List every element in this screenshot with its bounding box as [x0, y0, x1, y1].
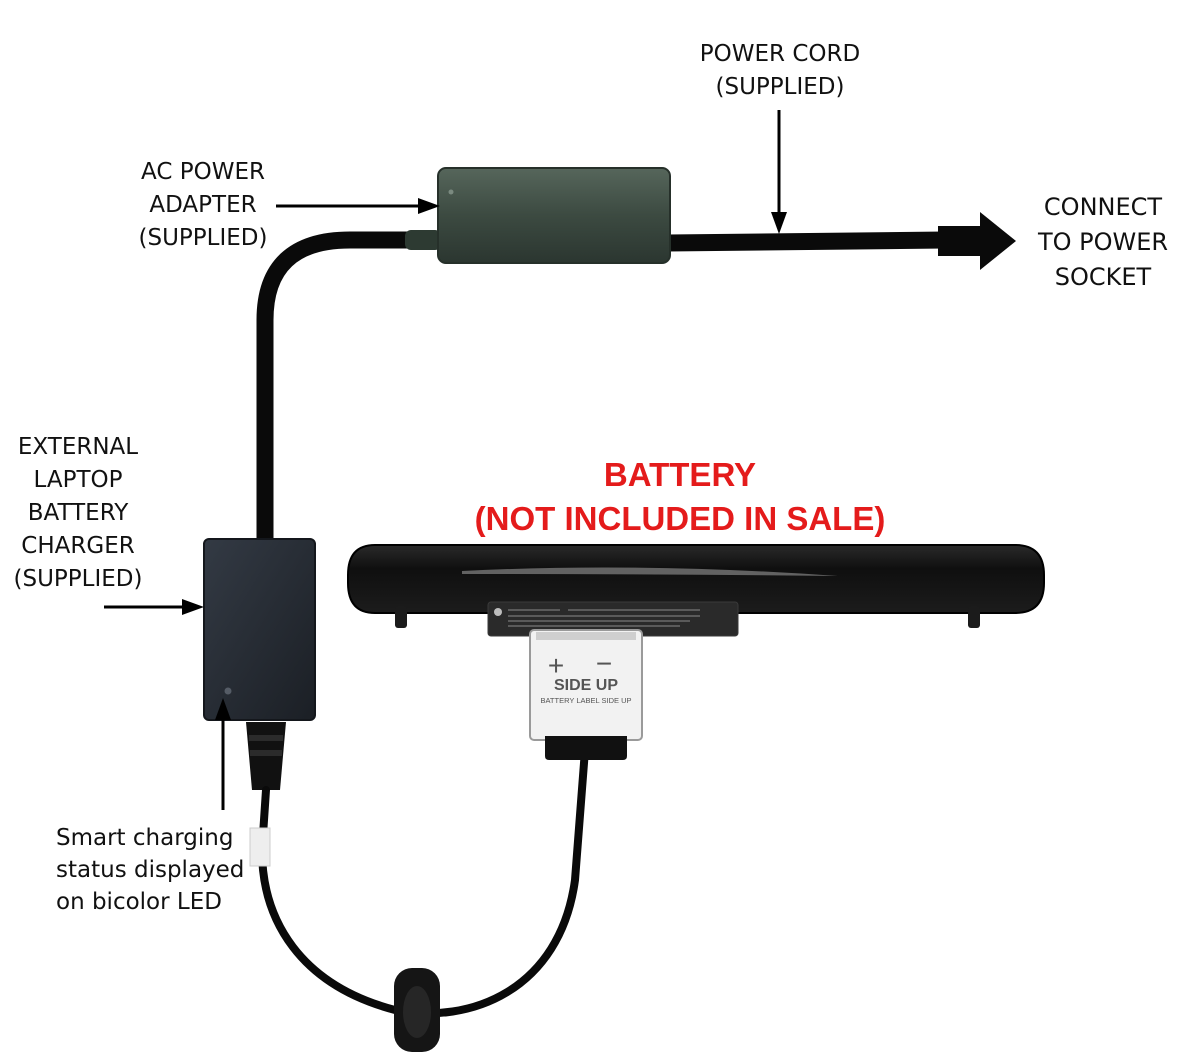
- connect-arrow: [938, 212, 1016, 270]
- external-charger: [203, 538, 316, 721]
- battery: [347, 544, 1045, 614]
- dc-cable: [256, 231, 447, 549]
- arrow-power-cord: [771, 110, 787, 234]
- label-connect: CONNECT TO POWER SOCKET: [1037, 193, 1169, 291]
- adapter-strain-relief: [405, 230, 441, 250]
- battery-label-lines: [508, 609, 700, 627]
- strap-highlight: [403, 986, 431, 1038]
- ac-power-adapter: [437, 167, 671, 264]
- label-power-cord: POWER CORD (SUPPLIED): [699, 41, 861, 100]
- arrow-external-charger: [104, 599, 204, 615]
- connector-plus: +: [547, 650, 565, 681]
- battery-latch-left: [395, 606, 407, 628]
- connector-note: BATTERY LABEL SIDE UP: [540, 696, 632, 705]
- plug-ridge: [249, 735, 283, 741]
- battery-highlight: [462, 567, 838, 576]
- adapter-led: [448, 189, 454, 195]
- connector-base: [545, 736, 627, 760]
- plug-ridge: [250, 750, 282, 756]
- power-cord: [667, 231, 946, 252]
- arrow-led: [215, 698, 231, 810]
- connector-side-up: SIDE UP: [553, 677, 618, 694]
- connector-clip: [536, 632, 636, 640]
- label-external-charger: EXTERNAL LAPTOP BATTERY CHARGER (SUPPLIE…: [13, 434, 143, 592]
- label-smart-charging: Smart charging status displayed on bicol…: [56, 825, 245, 915]
- battery-title: BATTERY (NOT INCLUDED IN SALE): [474, 456, 886, 537]
- connector-minus: −: [595, 648, 613, 679]
- arrow-ac-adapter: [276, 198, 440, 214]
- charger-led: [224, 687, 232, 695]
- battery-latch-right: [968, 606, 980, 628]
- cable-label-tag: [249, 827, 271, 867]
- hp-logo-icon: [494, 608, 502, 616]
- label-ac-adapter: AC POWER ADAPTER (SUPPLIED): [138, 159, 268, 251]
